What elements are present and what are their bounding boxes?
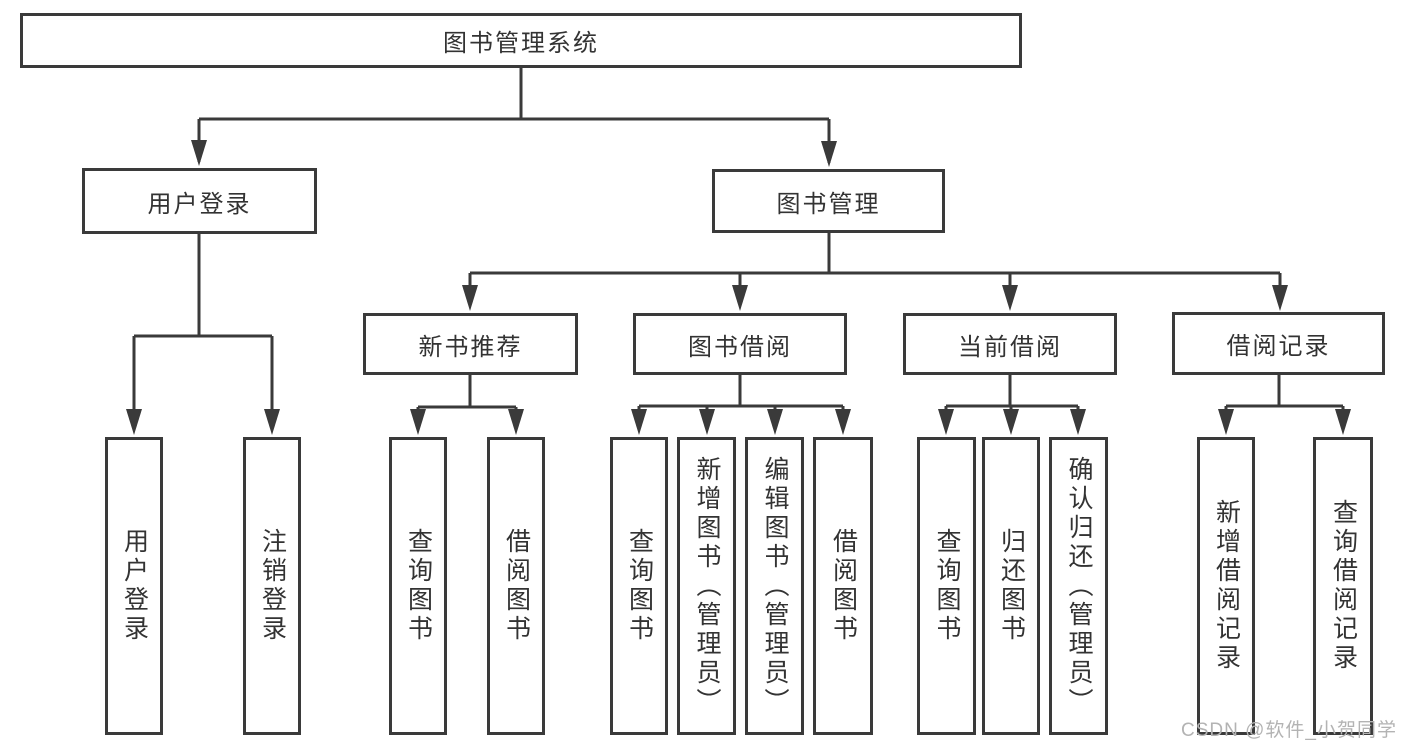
- arrowhead-add-book-admin: [699, 409, 715, 435]
- node-borrow-record: 借阅记录: [1172, 312, 1385, 375]
- node-new-book-recommend: 新书推荐: [363, 313, 578, 375]
- connector-book-management-children: [462, 233, 1288, 311]
- connector-book-borrow-children: [631, 375, 851, 435]
- node-query-book-borrow: 查询图书: [610, 437, 668, 735]
- node-borrow-record-label: 借阅记录: [1226, 333, 1331, 360]
- node-borrow-book-borrow-label: 借阅图书: [829, 528, 858, 644]
- node-borrow-book-recommend-label: 借阅图书: [502, 528, 531, 644]
- node-return-book: 归还图书: [982, 437, 1040, 735]
- node-query-borrow-record-label: 查询借阅记录: [1329, 499, 1358, 673]
- node-book-borrow-label: 图书借阅: [688, 333, 792, 361]
- arrowhead-add-borrow-record: [1218, 409, 1234, 435]
- arrowhead-logout-leaf: [264, 409, 280, 435]
- node-current-borrow-label: 当前借阅: [958, 333, 1062, 361]
- node-confirm-return-admin: 确认归还（管理员）: [1049, 437, 1108, 735]
- node-add-borrow-record-label: 新增借阅记录: [1212, 499, 1241, 673]
- node-book-management: 图书管理: [712, 169, 945, 233]
- node-user-login-leaf: 用户登录: [105, 437, 163, 735]
- arrowhead-borrow-book-recommend: [508, 409, 524, 435]
- node-query-borrow-record: 查询借阅记录: [1313, 437, 1373, 735]
- watermark: CSDN @软件_小贺同学: [1181, 720, 1397, 741]
- node-book-borrow: 图书借阅: [633, 313, 847, 375]
- node-root: 图书管理系统: [20, 13, 1022, 68]
- node-edit-book-admin: 编辑图书（管理员）: [745, 437, 804, 735]
- node-query-book-recommend: 查询图书: [389, 437, 447, 735]
- node-current-borrow: 当前借阅: [903, 313, 1117, 375]
- arrowhead-new-book-recommend: [462, 285, 478, 311]
- arrowhead-borrow-record: [1272, 285, 1288, 311]
- arrowhead-query-borrow-record: [1335, 409, 1351, 435]
- node-add-borrow-record: 新增借阅记录: [1197, 437, 1255, 735]
- arrowhead-confirm-return-admin: [1070, 409, 1086, 435]
- node-book-management-label: 图书管理: [776, 190, 881, 218]
- node-edit-book-admin-label: 编辑图书（管理员）: [761, 455, 789, 717]
- node-root-label: 图书管理系统: [443, 30, 599, 57]
- node-logout-leaf: 注销登录: [243, 437, 301, 735]
- arrowhead-return-book: [1003, 409, 1019, 435]
- node-borrow-book-borrow: 借阅图书: [813, 437, 873, 735]
- node-query-book-borrow-label: 查询图书: [625, 528, 654, 644]
- node-confirm-return-admin-label: 确认归还（管理员）: [1065, 455, 1093, 717]
- arrowhead-borrow-book-borrow: [835, 409, 851, 435]
- arrowhead-query-book-current: [938, 409, 954, 435]
- node-user-login-leaf-label: 用户登录: [120, 528, 149, 644]
- connector-current-borrow-children: [938, 375, 1086, 435]
- arrowhead-query-book-borrow: [631, 409, 647, 435]
- connector-root-to-level2: [191, 68, 837, 167]
- arrowhead-user-login-leaf: [126, 409, 142, 435]
- node-borrow-book-recommend: 借阅图书: [487, 437, 545, 735]
- arrowhead-query-book-recommend: [410, 409, 426, 435]
- node-user-login: 用户登录: [82, 168, 317, 234]
- connector-new-book-recommend-children: [410, 375, 524, 435]
- node-add-book-admin: 新增图书（管理员）: [677, 437, 736, 735]
- arrowhead-edit-book-admin: [767, 409, 783, 435]
- arrowhead-user-login: [191, 140, 207, 166]
- arrowhead-book-management: [821, 141, 837, 167]
- node-query-book-current: 查询图书: [917, 437, 976, 735]
- node-user-login-label: 用户登录: [147, 190, 252, 218]
- node-new-book-recommend-label: 新书推荐: [418, 333, 523, 361]
- node-logout-leaf-label: 注销登录: [258, 528, 287, 644]
- connector-borrow-record-children: [1218, 375, 1351, 435]
- node-return-book-label: 归还图书: [997, 528, 1026, 644]
- node-query-book-current-label: 查询图书: [933, 528, 961, 644]
- arrowhead-current-borrow: [1002, 285, 1018, 311]
- arrowhead-book-borrow: [732, 285, 748, 311]
- node-add-book-admin-label: 新增图书（管理员）: [693, 455, 721, 717]
- node-query-book-recommend-label: 查询图书: [404, 528, 433, 644]
- connector-user-login-children: [126, 234, 280, 435]
